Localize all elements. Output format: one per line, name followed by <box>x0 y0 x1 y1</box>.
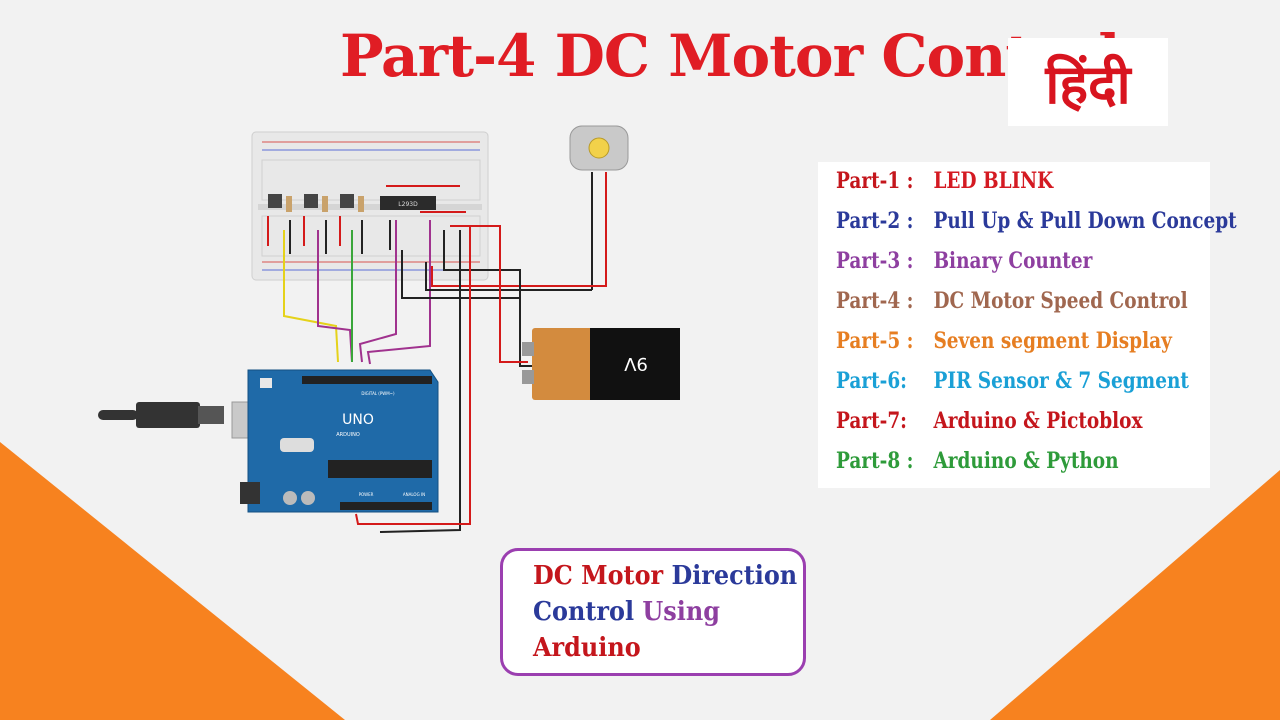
breadboard: L293D <box>251 131 489 281</box>
part-label: Part-6: <box>836 368 908 394</box>
digital-label: DIGITAL (PWM~) <box>361 391 395 396</box>
callout-text-blue: Direction <box>671 561 798 591</box>
callout-text-blue: Control <box>533 597 643 627</box>
circuit-diagram: L293D 9V <box>98 125 680 533</box>
part-item[interactable]: Part-4 : DC Motor Speed Control <box>836 288 1188 326</box>
part-text: PIR Sensor & 7 Segment <box>933 368 1189 394</box>
part-text: Pull Up & Pull Down Concept <box>933 208 1237 234</box>
topic-callout: DC Motor Direction Control Using Arduino <box>500 548 806 676</box>
language-text: हिंदी <box>1045 53 1131 116</box>
page-title: Part-4 DC Motor Control <box>340 22 1120 90</box>
part-label: Part-3 : <box>836 248 914 274</box>
language-badge: हिंदी <box>1008 38 1168 126</box>
part-text: DC Motor Speed Control <box>933 288 1188 314</box>
usb-cable <box>98 401 267 439</box>
part-label: Part-5 : <box>836 328 914 354</box>
part-item[interactable]: Part-3 : Binary Counter <box>836 248 1092 286</box>
part-item[interactable]: Part-1 : LED BLINK <box>836 168 1053 206</box>
part-label: Part-4 : <box>836 288 914 314</box>
part-label: Part-8 : <box>836 448 914 474</box>
battery-label: 9V <box>623 353 647 374</box>
chip-label: L293D <box>398 201 418 208</box>
arduino-brand-label: UNO <box>342 412 374 428</box>
arduino-uno-board: UNO ARDUINO DIGITAL (PWM~) POWER ANALOG … <box>240 369 439 513</box>
dc-motor <box>569 125 629 290</box>
part-item[interactable]: Part-8 : Arduino & Python <box>836 448 1119 486</box>
part-text: LED BLINK <box>933 168 1054 194</box>
callout-line-3: Arduino <box>533 633 641 663</box>
power-label: POWER <box>359 492 374 497</box>
part-label: Part-7: <box>836 408 908 434</box>
callout-line-1: DC Motor Direction <box>533 561 797 591</box>
part-text: Seven segment Display <box>933 328 1172 354</box>
battery-9v: 9V <box>522 328 680 400</box>
part-label: Part-2 : <box>836 208 914 234</box>
analog-label: ANALOG IN <box>403 492 425 497</box>
part-item[interactable]: Part-5 : Seven segment Display <box>836 328 1172 366</box>
arduino-text: ARDUINO <box>336 432 360 438</box>
callout-text-purple: Using <box>642 597 720 627</box>
part-item[interactable]: Part-7: Arduino & Pictoblox <box>836 408 1143 446</box>
parts-list: Part-1 : LED BLINK Part-2 : Pull Up & Pull… <box>818 162 1237 488</box>
part-label: Part-1 : <box>836 168 914 194</box>
motor-driver-chip <box>380 196 436 210</box>
part-text: Arduino & Python <box>933 448 1119 474</box>
part-text: Binary Counter <box>933 248 1093 274</box>
part-item[interactable]: Part-2 : Pull Up & Pull Down Concept <box>836 208 1237 246</box>
part-item[interactable]: Part-6: PIR Sensor & 7 Segment <box>836 368 1189 406</box>
callout-text-red: DC Motor <box>533 561 672 591</box>
part-text: Arduino & Pictoblox <box>933 408 1143 434</box>
callout-line-2: Control Using <box>533 597 720 627</box>
